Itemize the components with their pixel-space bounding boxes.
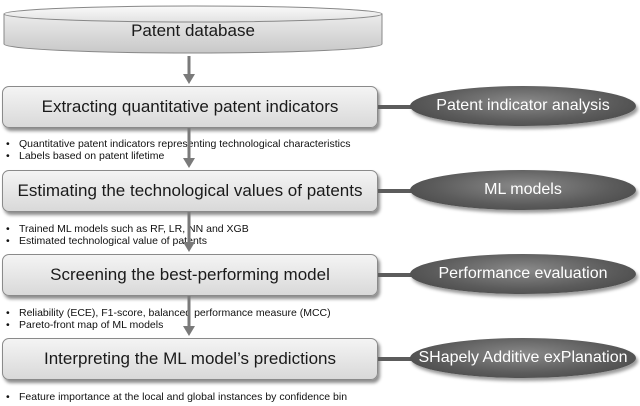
method-label: SHapely Additive exPlanation	[418, 349, 628, 366]
database-cylinder-icon	[3, 5, 383, 54]
step-notes: Quantitative patent indicators represent…	[6, 138, 351, 162]
method-label: Performance evaluation	[438, 265, 608, 282]
database-label: Patent database	[131, 21, 255, 40]
step-interpreting-predictions: Interpreting the ML model’s predictions	[2, 338, 378, 380]
step-notes: Trained ML models such as RF, LR, NN and…	[6, 223, 249, 247]
method-shap: SHapely Additive exPlanation	[410, 338, 636, 378]
connector-line	[378, 105, 412, 109]
method-patent-indicator-analysis: Patent indicator analysis	[410, 86, 636, 126]
arrow-down-icon	[183, 296, 195, 336]
step-label: Extracting quantitative patent indicator…	[41, 97, 339, 116]
patent-database-cylinder: Patent database	[0, 4, 386, 56]
connector-line	[378, 189, 412, 193]
note-item: Labels based on patent lifetime	[6, 150, 351, 162]
note-item: Estimated technological value of patents	[6, 235, 249, 247]
method-label: ML models	[484, 181, 562, 198]
step-extracting-indicators: Extracting quantitative patent indicator…	[2, 86, 378, 128]
note-item: Pareto-front map of ML models	[6, 319, 331, 331]
step-estimating-values: Estimating the technological values of p…	[2, 170, 378, 212]
connector-line	[378, 273, 412, 277]
method-label: Patent indicator analysis	[436, 97, 610, 114]
arrow-down-icon	[183, 128, 195, 168]
step-notes: Feature importance at the local and glob…	[6, 391, 347, 403]
connector-line	[378, 357, 412, 361]
arrow-down-icon	[183, 56, 195, 84]
step-label: Interpreting the ML model’s predictions	[44, 349, 336, 368]
note-item: Trained ML models such as RF, LR, NN and…	[6, 223, 249, 235]
step-notes: Reliability (ECE), F1-score, balanced pe…	[6, 307, 331, 331]
note-item: Feature importance at the local and glob…	[6, 391, 347, 403]
note-item: Reliability (ECE), F1-score, balanced pe…	[6, 307, 331, 319]
method-performance-evaluation: Performance evaluation	[410, 254, 636, 294]
step-screening-model: Screening the best-performing model	[2, 254, 378, 296]
method-ml-models: ML models	[410, 170, 636, 210]
arrow-down-icon	[183, 212, 195, 252]
note-item: Quantitative patent indicators represent…	[6, 138, 351, 150]
step-label: Screening the best-performing model	[50, 265, 330, 284]
step-label: Estimating the technological values of p…	[17, 181, 363, 200]
